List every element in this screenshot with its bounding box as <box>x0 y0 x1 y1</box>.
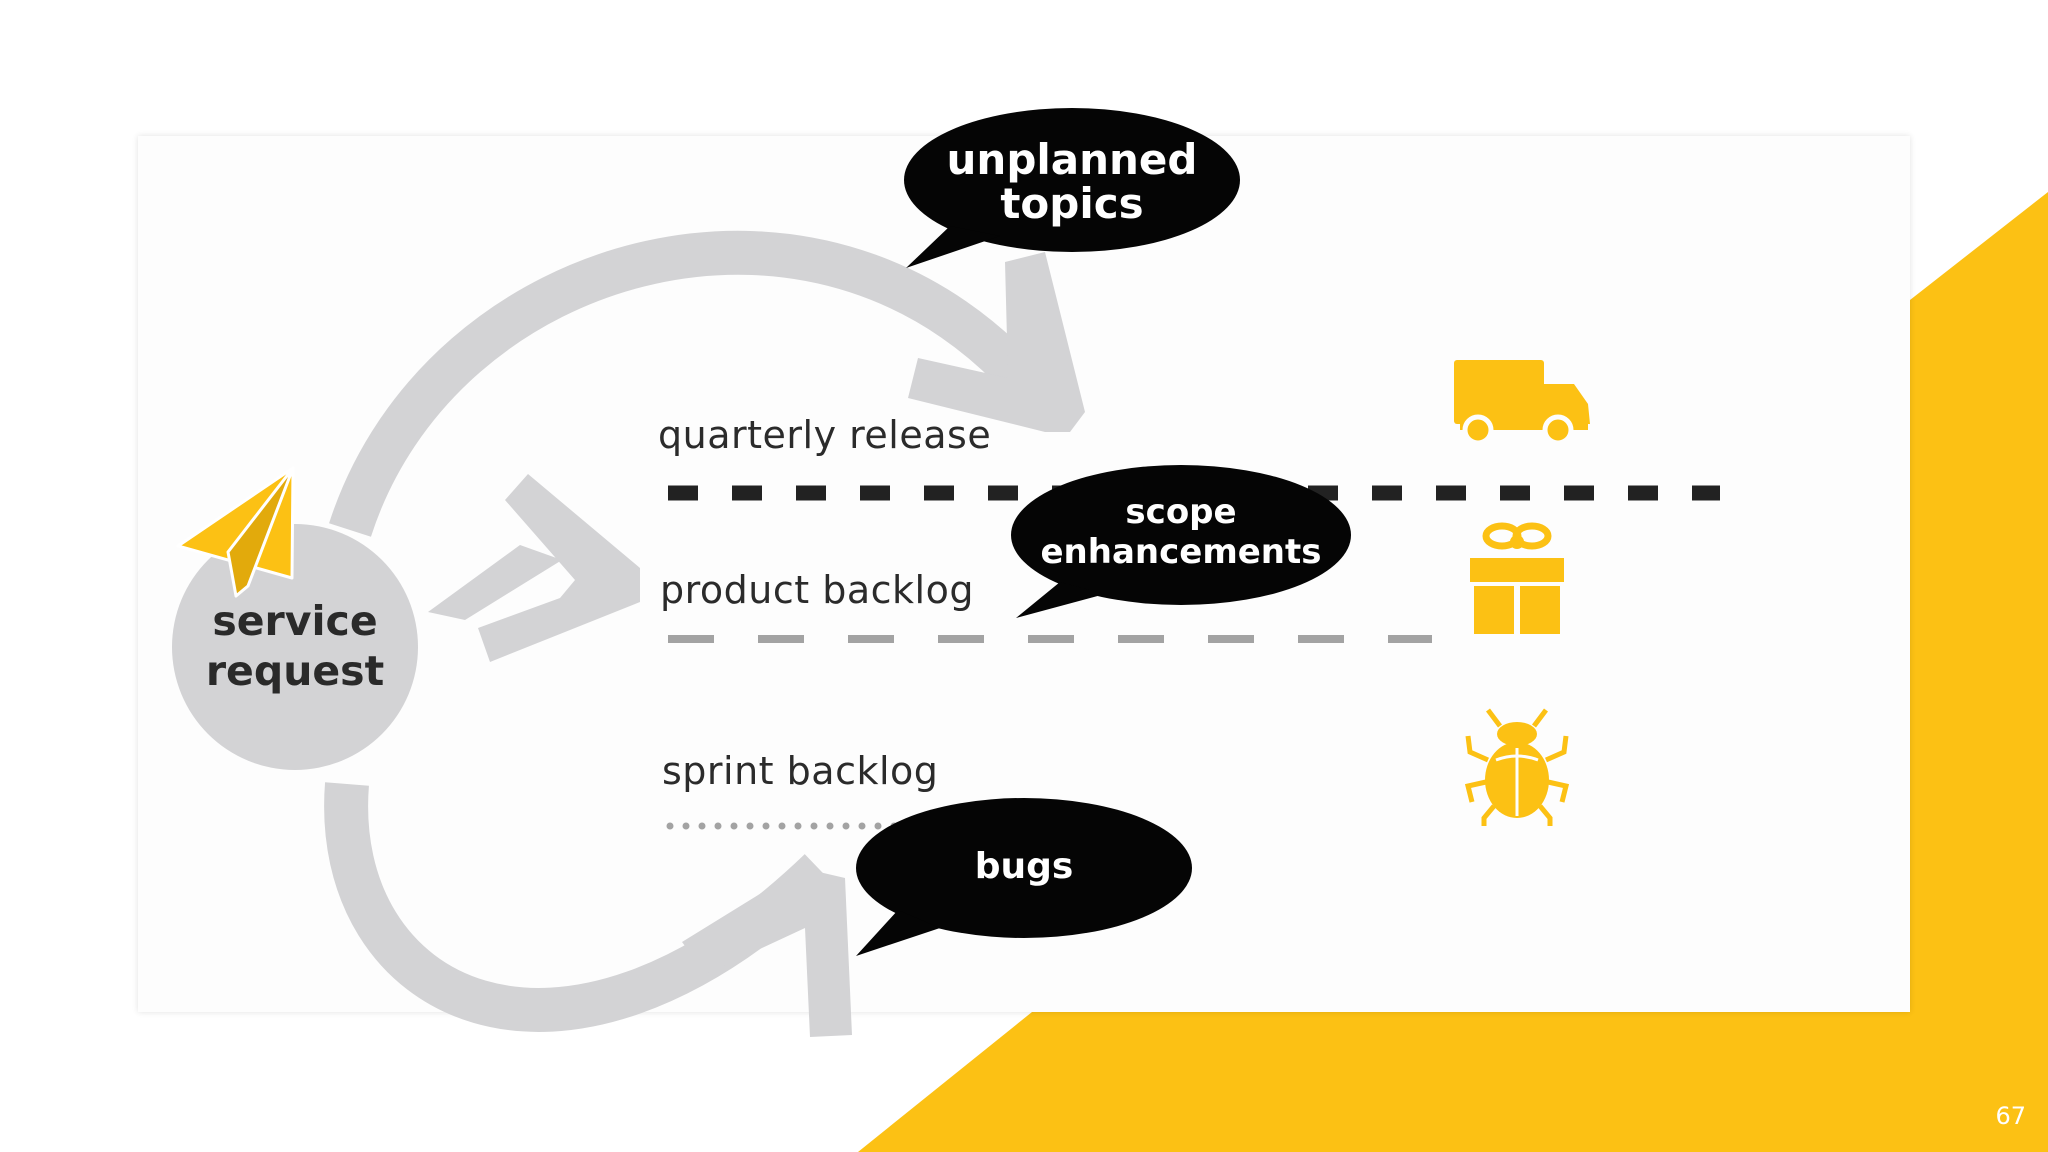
bubble-unplanned-topics-line-2: topics <box>1000 179 1144 229</box>
lane-label-quarterly-release: quarterly release <box>658 413 992 457</box>
bubble-scope-enhancements-shape <box>1011 465 1351 618</box>
bubble-scope-enhancements: scope enhancements <box>1011 492 1351 572</box>
paper-plane-icon <box>176 466 295 598</box>
service-request-label: service request <box>205 597 385 696</box>
accent-shape-right <box>1910 192 2048 1152</box>
bubble-bugs-line-1: bugs <box>974 846 1074 887</box>
truck-icon <box>1454 360 1590 446</box>
bubble-scope-enhancements-line-1: scope <box>1125 492 1237 532</box>
page-number: 67 <box>1995 1102 2026 1130</box>
bubble-unplanned-topics: unplanned topics <box>904 135 1240 229</box>
arc-arrow-unplanned-head <box>908 252 1085 432</box>
bubble-unplanned-topics-shape <box>904 108 1240 268</box>
bug-icon <box>1464 708 1570 826</box>
lane-label-product-backlog: product backlog <box>660 568 974 612</box>
bubble-bugs-shape <box>856 798 1192 956</box>
accent-shape-bottom <box>858 1012 1910 1152</box>
bubble-bugs: bugs <box>856 848 1192 886</box>
gift-icon <box>1470 522 1564 634</box>
chevron-arrow-product <box>428 474 640 662</box>
bubble-scope-enhancements-line-2: enhancements <box>1040 532 1322 573</box>
arc-arrow-bugs-head <box>682 868 852 1037</box>
arc-arrow-bugs <box>324 782 836 1032</box>
bubble-unplanned-topics-line-1: unplanned <box>946 135 1198 184</box>
arc-arrow-unplanned <box>329 230 1058 537</box>
lane-label-sprint-backlog: sprint backlog <box>662 749 939 793</box>
